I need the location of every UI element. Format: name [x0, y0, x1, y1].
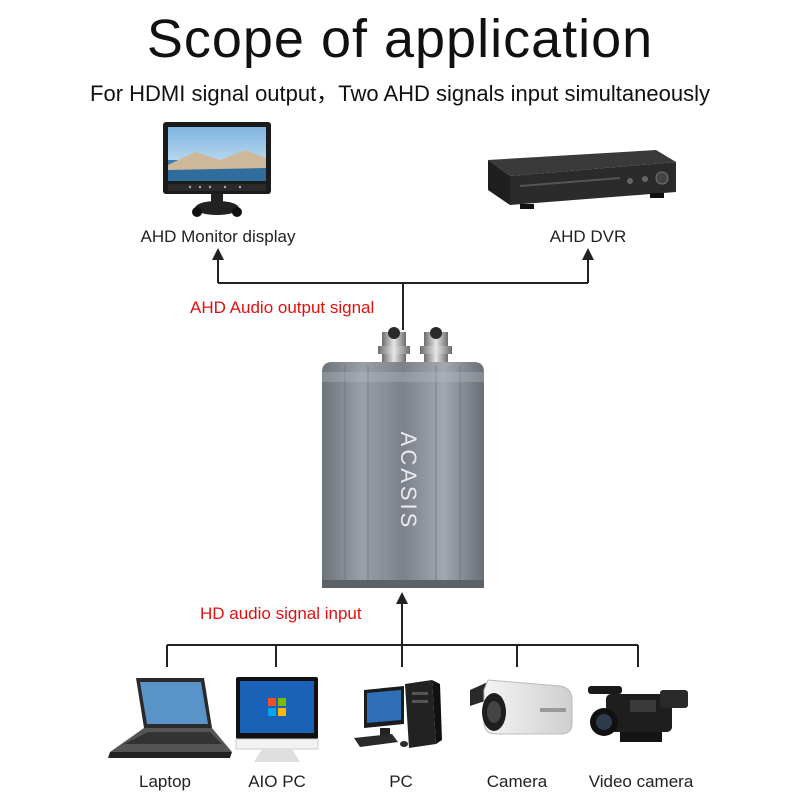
page-title: Scope of application: [146, 9, 654, 69]
laptop-icon: [108, 678, 232, 758]
page-subtitle: For HDMI signal output，Two AHD signals i…: [90, 81, 710, 106]
input-label-camera: Camera: [486, 772, 548, 791]
input-label-pc: PC: [389, 772, 413, 791]
output-signal-label: AHD Audio output signal: [190, 298, 375, 317]
dvr-icon: [488, 150, 676, 209]
output-connectors: [217, 258, 589, 330]
input-signal-label: HD audio signal input: [200, 604, 362, 623]
arrow-to-dvr: [582, 248, 594, 260]
input-label-laptop: Laptop: [139, 772, 191, 791]
input-label-aio-pc: AIO PC: [248, 772, 306, 791]
arrow-to-device: [396, 592, 408, 604]
input-label-video-camera: Video camera: [588, 772, 694, 791]
video-camera-icon: [588, 686, 688, 742]
arrow-to-monitor: [212, 248, 224, 260]
monitor-icon: [163, 122, 271, 217]
aio-pc-icon: [235, 677, 319, 762]
device-brand: ACASIS: [396, 431, 421, 531]
output-label-monitor: AHD Monitor display: [140, 227, 296, 246]
converter-device: [322, 327, 484, 588]
pc-icon: [354, 680, 442, 748]
input-connectors: [166, 602, 639, 667]
output-label-dvr: AHD DVR: [549, 227, 627, 246]
camera-icon: [470, 679, 573, 735]
